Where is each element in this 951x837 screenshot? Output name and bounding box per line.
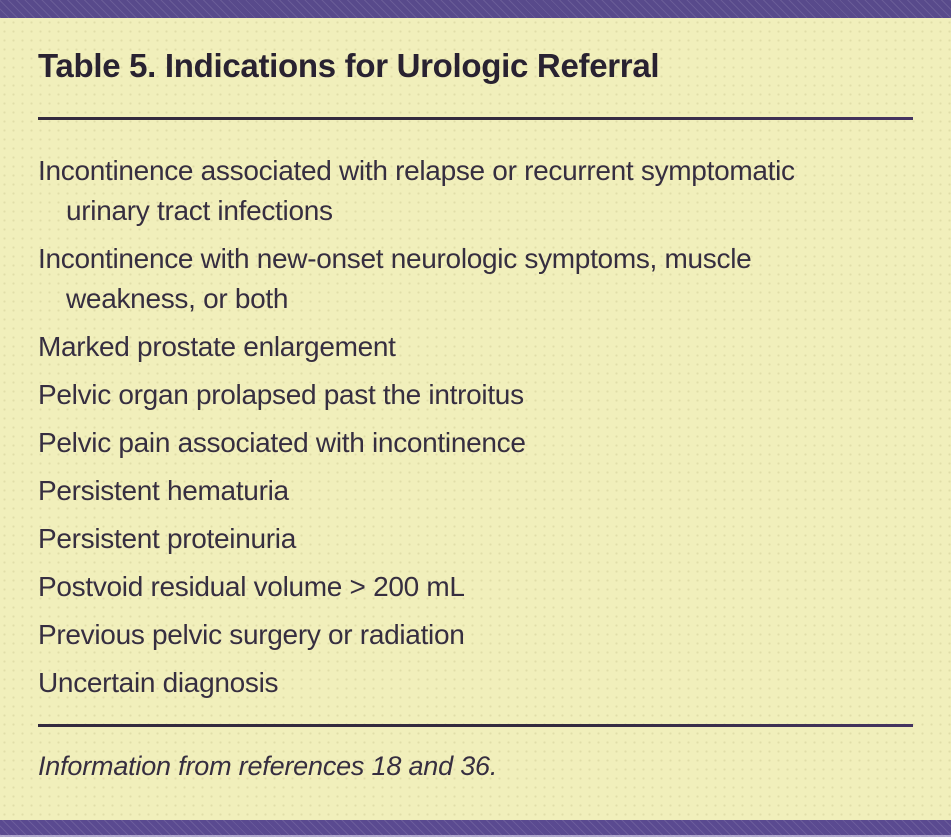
list-item: Uncertain diagnosis	[38, 663, 913, 703]
table-content: Table 5. Indications for Urologic Referr…	[38, 47, 913, 781]
list-item: Pelvic organ prolapsed past the introitu…	[38, 375, 913, 415]
title-divider	[38, 117, 913, 120]
indications-list: Incontinence associated with relapse or …	[38, 151, 913, 703]
list-item: Previous pelvic surgery or radiation	[38, 615, 913, 655]
footnote: Information from references 18 and 36.	[38, 751, 498, 781]
list-item: Incontinence associated with relapse or …	[38, 151, 913, 231]
list-item: Pelvic pain associated with incontinence	[38, 423, 913, 463]
bottom-accent-bar	[0, 820, 951, 837]
list-item-line: Pelvic organ prolapsed past the introitu…	[38, 379, 524, 410]
list-item-line: Incontinence associated with relapse or …	[38, 155, 795, 186]
list-item: Persistent hematuria	[38, 471, 913, 511]
list-item: Postvoid residual volume > 200 mL	[38, 567, 913, 607]
list-item-line: Incontinence with new-onset neurologic s…	[38, 243, 752, 274]
top-accent-bar	[0, 0, 951, 18]
list-item-line: weakness, or both	[66, 283, 289, 314]
list-item-line: Pelvic pain associated with incontinence	[38, 427, 526, 458]
list-item-line: Persistent proteinuria	[38, 523, 296, 554]
list-item-line: Previous pelvic surgery or radiation	[38, 619, 465, 650]
list-item: Persistent proteinuria	[38, 519, 913, 559]
list-item: Marked prostate enlargement	[38, 327, 913, 367]
footer-divider	[38, 724, 913, 727]
list-item-line: Postvoid residual volume > 200 mL	[38, 571, 465, 602]
list-item: Incontinence with new-onset neurologic s…	[38, 239, 913, 319]
list-item-line: Marked prostate enlargement	[38, 331, 396, 362]
list-item-line: Persistent hematuria	[38, 475, 289, 506]
list-item-line: Uncertain diagnosis	[38, 667, 279, 698]
table-title: Table 5. Indications for Urologic Referr…	[38, 47, 660, 84]
list-item-line: urinary tract infections	[66, 195, 333, 226]
